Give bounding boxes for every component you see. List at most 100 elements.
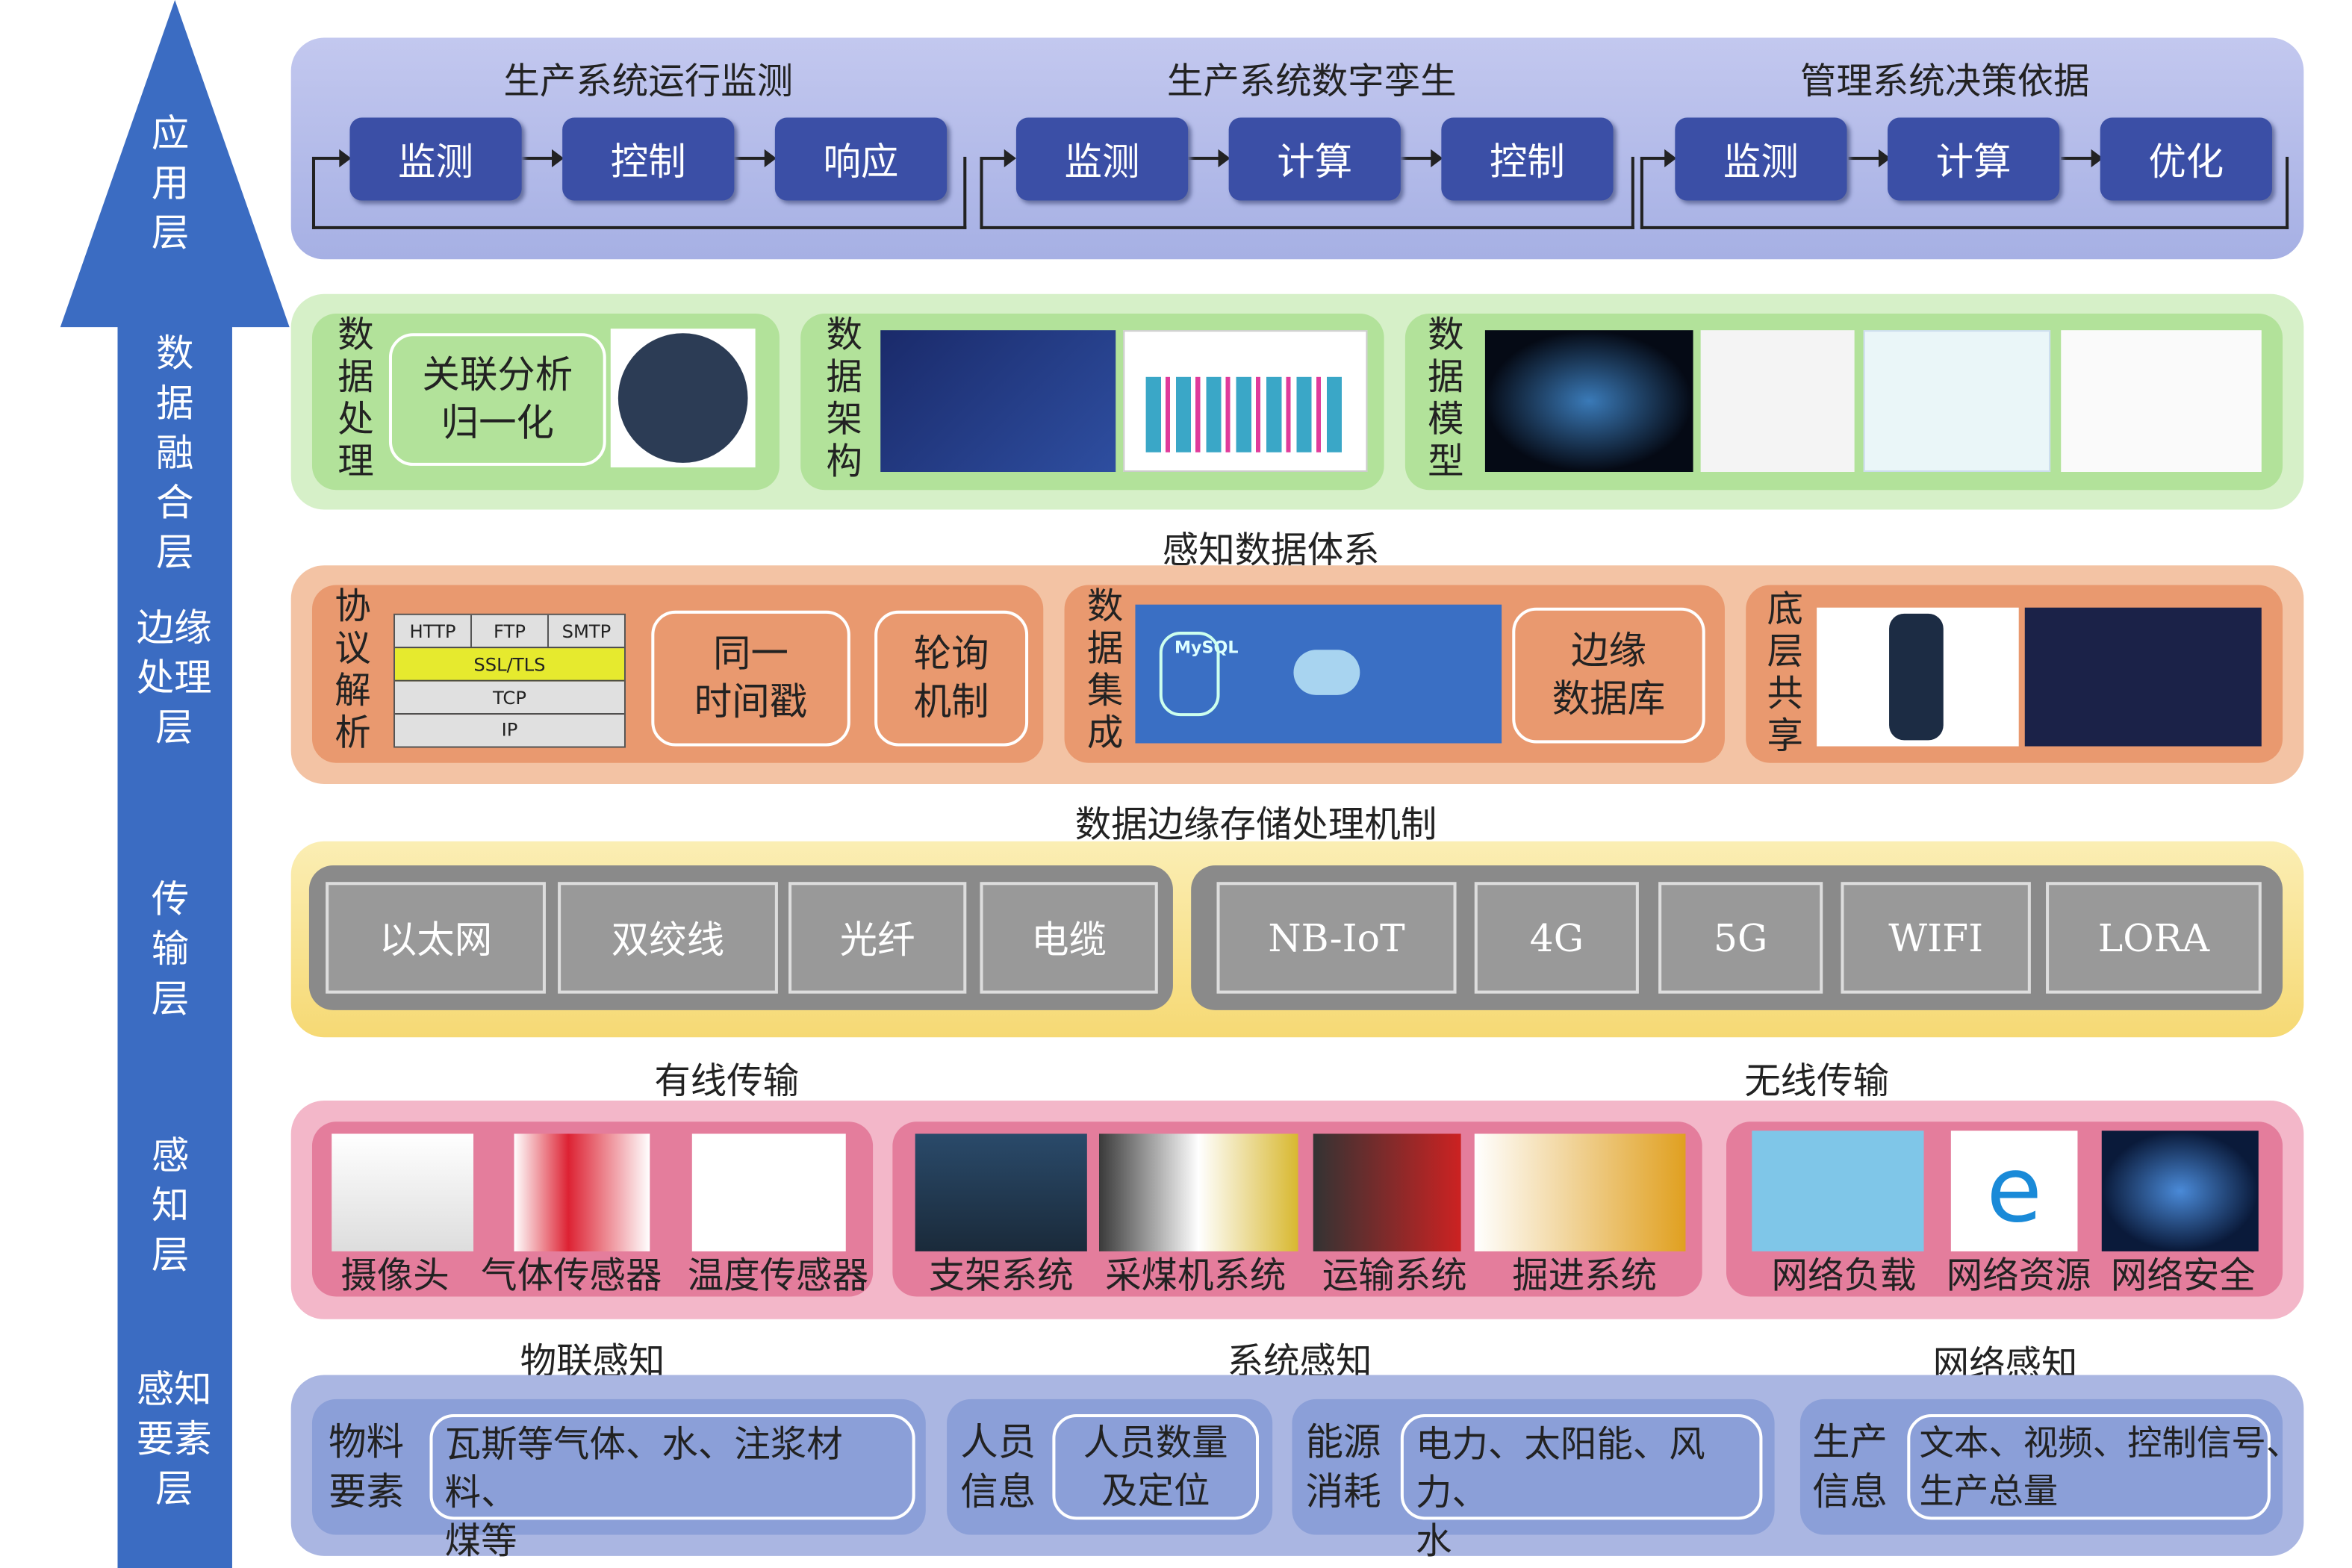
app-step: 计算 bbox=[1228, 117, 1401, 201]
box-line: 同一 bbox=[713, 632, 789, 676]
flow-arrow bbox=[1400, 149, 1443, 168]
system-label: 运输系统 bbox=[1322, 1254, 1467, 1297]
line: 水 bbox=[1416, 1519, 1452, 1562]
layer-label-application: 应用层 bbox=[151, 111, 190, 255]
brain-network-image bbox=[1484, 330, 1693, 473]
flow-arrow bbox=[311, 149, 352, 168]
line: 文本、视频、控制信号、 bbox=[1919, 1425, 2301, 1464]
conveyor-image bbox=[1313, 1133, 1461, 1251]
element-panel bbox=[947, 1399, 1273, 1535]
network-nodes-image bbox=[2024, 607, 2262, 747]
document-image bbox=[1700, 330, 1855, 473]
box-line: 时间戳 bbox=[694, 679, 808, 724]
layer-label-edge: 边缘处理层 bbox=[136, 606, 212, 750]
line: 能源 bbox=[1305, 1420, 1381, 1464]
layer-label-perception: 感知层 bbox=[151, 1133, 190, 1278]
stack-http: HTTP bbox=[395, 615, 473, 647]
app-step: 监测 bbox=[349, 117, 522, 201]
database-share-image bbox=[1817, 607, 2019, 747]
element-detail: 人员数量及定位 bbox=[1052, 1414, 1260, 1520]
wireless-item: NB-IoT bbox=[1216, 882, 1457, 994]
flow-arrow bbox=[980, 149, 1016, 168]
timestamp-box: 同一时间戳 bbox=[651, 610, 850, 747]
stack-smtp: SMTP bbox=[561, 620, 612, 643]
polling-box: 轮询机制 bbox=[874, 610, 1029, 747]
stack-ip: IP bbox=[395, 715, 624, 747]
app-step: 控制 bbox=[1441, 117, 1614, 201]
line: 生产总量 bbox=[1919, 1472, 2059, 1513]
line: 消耗 bbox=[1305, 1469, 1381, 1514]
box-line: 归一化 bbox=[441, 401, 555, 445]
element-panel bbox=[1292, 1399, 1775, 1535]
layer-label-transport: 传输层 bbox=[151, 877, 190, 1021]
app-step: 响应 bbox=[774, 117, 948, 201]
iot-label: 摄像头 bbox=[340, 1254, 449, 1297]
app-step: 控制 bbox=[562, 117, 735, 201]
analytics-image bbox=[1863, 330, 2051, 473]
system-label: 支架系统 bbox=[928, 1254, 1074, 1297]
app-group-title: 生产系统数字孪生 bbox=[1166, 60, 1457, 103]
layer-arrow bbox=[60, 0, 290, 1568]
network-security-image bbox=[2101, 1130, 2259, 1251]
model-label: 数据模型 bbox=[1428, 313, 1464, 483]
wireless-item: WIFI bbox=[1841, 882, 2031, 994]
temperature-sensor-image bbox=[691, 1133, 846, 1251]
protocol-label: 协议解析 bbox=[335, 585, 371, 754]
support-system-image bbox=[915, 1133, 1087, 1251]
box-line: 边缘 bbox=[1570, 629, 1646, 673]
mysql-cloud-image: MySQL bbox=[1135, 604, 1502, 744]
element-panel bbox=[1799, 1399, 2283, 1535]
layer-label-fusion: 数据融合层 bbox=[155, 332, 194, 575]
btree-image bbox=[1123, 330, 1368, 473]
loop-line bbox=[980, 156, 1634, 229]
box-line: 机制 bbox=[913, 679, 989, 724]
wired-item: 电缆 bbox=[980, 882, 1158, 994]
wireless-item: 4G bbox=[1474, 882, 1639, 994]
integration-label: 数据集成 bbox=[1086, 585, 1124, 754]
flow-arrow bbox=[521, 149, 564, 168]
element-label: 物料要素 bbox=[329, 1417, 404, 1516]
iot-label: 气体传感器 bbox=[481, 1254, 662, 1297]
sharing-label: 底层共享 bbox=[1767, 588, 1803, 757]
gas-sensor-image bbox=[514, 1133, 650, 1251]
box-line: 轮询 bbox=[913, 632, 989, 676]
line: 要素 bbox=[329, 1469, 405, 1514]
wireless-caption: 无线传输 bbox=[1744, 1060, 1890, 1103]
flow-arrow bbox=[1188, 149, 1231, 168]
element-panel bbox=[311, 1399, 926, 1535]
element-detail: 电力、太阳能、风力、水 bbox=[1400, 1414, 1763, 1562]
flow-arrow bbox=[1640, 149, 1677, 168]
iot-label: 温度传感器 bbox=[687, 1254, 869, 1297]
app-step: 监测 bbox=[1015, 117, 1189, 201]
line: 电力、太阳能、风力、 bbox=[1416, 1423, 1705, 1514]
loop-line bbox=[1640, 156, 2289, 229]
app-step: 优化 bbox=[2100, 117, 2272, 201]
app-step: 计算 bbox=[1888, 117, 2060, 201]
wired-item: 双绞线 bbox=[558, 882, 778, 994]
network-label: 网络资源 bbox=[1946, 1254, 2091, 1297]
box-line: 关联分析 bbox=[422, 352, 573, 397]
tree-diagram-image bbox=[880, 330, 1116, 473]
line: 煤等 bbox=[444, 1519, 517, 1562]
line: 信息 bbox=[1812, 1469, 1888, 1514]
stack-ftp: FTP bbox=[472, 615, 549, 647]
wired-item: 以太网 bbox=[326, 882, 546, 994]
fusion-caption: 感知数据体系 bbox=[1162, 529, 1380, 572]
neural-network-image bbox=[2061, 330, 2262, 473]
element-label: 能源消耗 bbox=[1306, 1417, 1381, 1516]
stack-tcp: TCP bbox=[395, 681, 624, 715]
layer-label-elements: 感知要素层 bbox=[136, 1367, 212, 1511]
flow-arrow bbox=[734, 149, 777, 168]
roadheader-image bbox=[1474, 1133, 1686, 1251]
flow-arrow bbox=[2061, 149, 2103, 168]
wired-caption: 有线传输 bbox=[654, 1060, 800, 1103]
line: 人员数量 bbox=[1083, 1422, 1228, 1464]
loop-line bbox=[311, 156, 967, 229]
camera-image bbox=[332, 1133, 474, 1251]
element-label: 生产信息 bbox=[1812, 1417, 1888, 1516]
browser-icon: e bbox=[1950, 1130, 2078, 1251]
element-detail: 文本、视频、控制信号、生产总量 bbox=[1907, 1414, 2301, 1520]
line: 生产 bbox=[1812, 1420, 1888, 1464]
